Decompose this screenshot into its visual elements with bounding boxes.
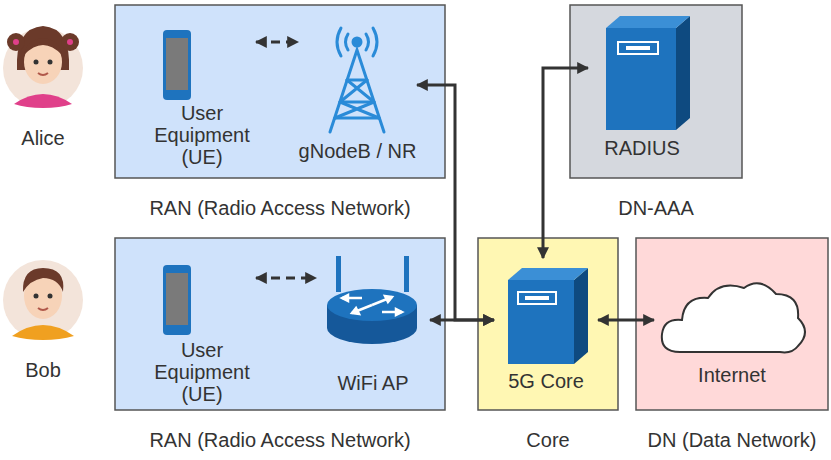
node-label: Internet: [654, 364, 810, 386]
person-name: Bob: [3, 359, 83, 381]
region-box: DN-AAARADIUS: [570, 5, 742, 178]
node-label: User Equipment (UE): [148, 102, 256, 168]
node-label: User Equipment (UE): [148, 339, 256, 405]
region-caption: RAN (Radio Access Network): [149, 429, 410, 451]
server-icon: [508, 268, 588, 364]
node-label: WiFi AP: [316, 372, 430, 394]
device-box: User Equipment (UE): [148, 25, 256, 170]
person-name: Alice: [3, 127, 83, 149]
region-caption: DN (Data Network): [648, 429, 817, 451]
bob-avatar: [3, 260, 83, 340]
server-icon: [606, 16, 690, 130]
access-point-box: WiFi AP: [316, 248, 430, 398]
wired-link: [417, 85, 494, 320]
region-caption: RAN (Radio Access Network): [149, 197, 410, 219]
region-caption: Core: [526, 429, 569, 451]
wired-link: [430, 319, 494, 322]
wired-link: [598, 319, 654, 322]
cloud-box: Internet: [654, 270, 810, 395]
dn-aaa-ground: [570, 5, 742, 178]
region-box: RAN (Radio Access Network)User Equipment…: [115, 5, 445, 178]
region-box: Core5G Core: [478, 238, 618, 410]
ran-ground: [115, 5, 445, 178]
node-label: 5G Core: [494, 370, 598, 392]
base-station-box: gNodeB / NR: [298, 18, 417, 168]
ran-ground: [115, 238, 445, 410]
radio-link: [256, 41, 298, 44]
dn-ground: [636, 238, 828, 410]
region-caption: DN-AAA: [618, 197, 694, 219]
cloud-icon: [662, 283, 805, 352]
server-box: 5G Core: [494, 258, 598, 398]
server-box: RADIUS: [588, 12, 696, 164]
node-label: RADIUS: [588, 137, 696, 159]
node-label: gNodeB / NR: [298, 140, 417, 162]
region-box: RAN (Radio Access Network)User Equipment…: [115, 238, 445, 410]
core-ground: [478, 238, 618, 410]
phone-icon: [163, 30, 191, 100]
alice-avatar: [3, 26, 83, 108]
region-box: DN (Data Network)Internet: [636, 238, 828, 410]
phone-icon: [163, 265, 191, 335]
router-icon: [327, 256, 417, 344]
device-box: User Equipment (UE): [148, 258, 256, 408]
radio-link: [256, 277, 316, 280]
wired-link: [543, 68, 588, 258]
tower-icon: [330, 28, 384, 132]
